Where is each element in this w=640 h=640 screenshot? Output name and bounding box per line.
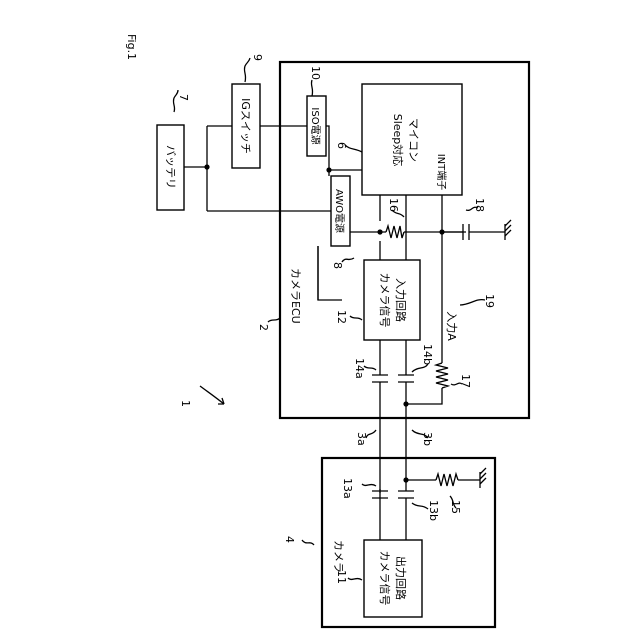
ground-symbol bbox=[505, 220, 511, 240]
battery-label: バッテリ bbox=[164, 145, 177, 189]
cam-in-label-line1: カメラ信号 bbox=[378, 273, 391, 328]
input-a-label: 入力A bbox=[445, 311, 458, 341]
capacitor-14a bbox=[372, 375, 388, 382]
ref-18: 18 bbox=[473, 198, 486, 212]
ref-7: 7 bbox=[177, 94, 190, 101]
capacitor-13b bbox=[398, 491, 414, 498]
ref-13b: 13b bbox=[427, 500, 440, 521]
ref-3b: 3b bbox=[421, 432, 434, 446]
ref-13a: 13a bbox=[341, 478, 354, 499]
ref-14a: 14a bbox=[353, 358, 366, 379]
junction-dot bbox=[403, 401, 408, 406]
cam-out-label-line1: カメラ信号 bbox=[378, 551, 391, 606]
ref-2: 2 bbox=[257, 324, 270, 331]
ref-16: 16 bbox=[387, 198, 400, 212]
junction-dot bbox=[204, 164, 209, 169]
junction-dot bbox=[326, 167, 331, 172]
mcu-label-line1: Sleep対応 bbox=[391, 114, 405, 167]
ref-1: 1 bbox=[179, 400, 192, 407]
ref-4: 4 bbox=[283, 536, 296, 543]
cam-out-label-line2: 出力回路 bbox=[394, 556, 408, 600]
figure-label: Fig.1 bbox=[125, 34, 138, 60]
int-terminal-label: INT端子 bbox=[435, 154, 448, 191]
ground-symbol bbox=[480, 468, 486, 488]
ref-11: 11 bbox=[335, 570, 348, 584]
resistor-17 bbox=[436, 363, 448, 388]
ref-15: 15 bbox=[449, 500, 462, 514]
ig-switch-label: IGスイッチ bbox=[239, 98, 252, 154]
iso-power-label: ISO電源 bbox=[309, 107, 322, 144]
junction-dot bbox=[403, 477, 408, 482]
cam-in-label-line2: 入力回路 bbox=[394, 278, 407, 322]
awo-power-label: AWO電源 bbox=[333, 189, 346, 233]
resistor-15 bbox=[436, 474, 458, 486]
capacitor-14b bbox=[398, 375, 414, 382]
camera-title: カメラ bbox=[332, 540, 345, 573]
junction-dot bbox=[377, 229, 382, 234]
ref-10: 10 bbox=[309, 66, 322, 80]
camera-output-circuit-block bbox=[364, 540, 422, 617]
junction-dot bbox=[439, 229, 444, 234]
mcu-label-line2: マイコン bbox=[407, 118, 420, 162]
ref-17: 17 bbox=[459, 374, 472, 388]
ref-3a: 3a bbox=[355, 432, 368, 446]
ref-9: 9 bbox=[251, 54, 264, 61]
ref-8: 8 bbox=[331, 262, 344, 269]
resistor-16 bbox=[386, 226, 404, 238]
ref-19: 19 bbox=[483, 294, 496, 308]
ref-12: 12 bbox=[335, 310, 348, 324]
camera-input-circuit-block bbox=[364, 260, 420, 340]
ecu-title: カメラECU bbox=[289, 268, 302, 324]
ref-14b: 14b bbox=[421, 344, 434, 365]
ref-6: 6 bbox=[335, 142, 348, 149]
